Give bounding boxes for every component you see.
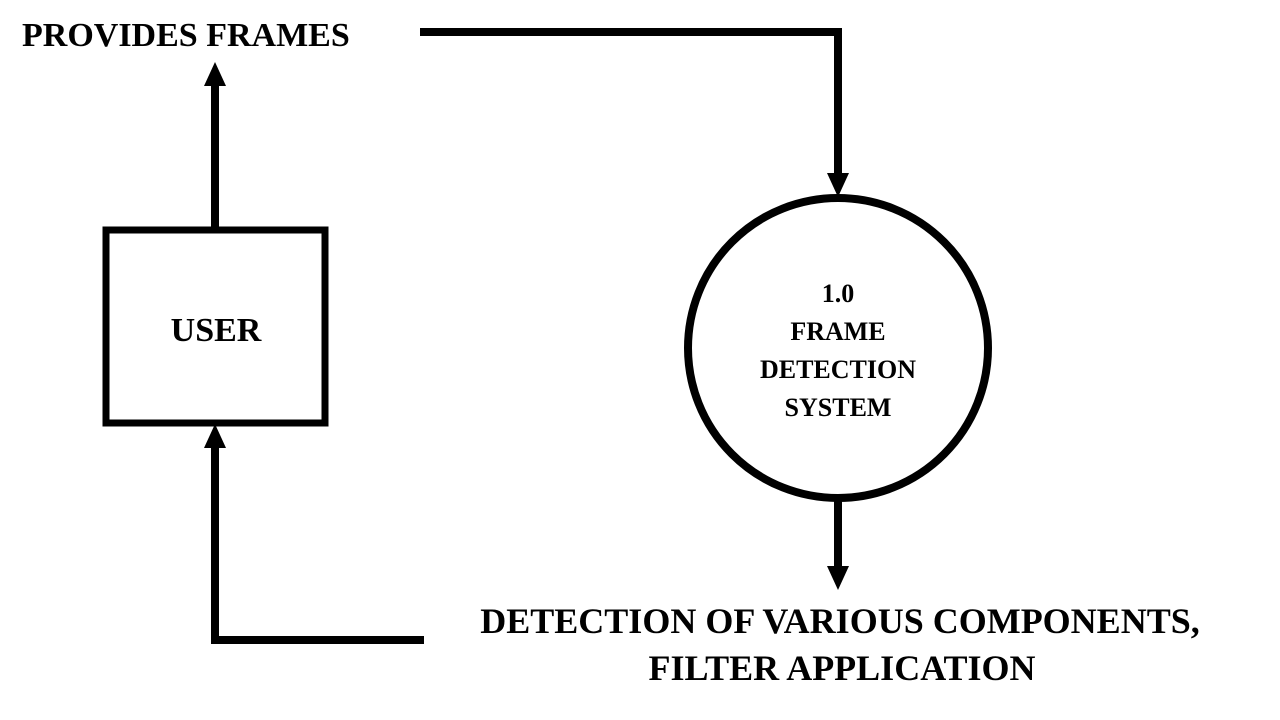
process-name-line-2: DETECTION	[760, 355, 916, 384]
process-number: 1.0	[822, 279, 855, 308]
process-name-line-3: SYSTEM	[785, 393, 892, 422]
provides-frames-label: PROVIDES FRAMES	[22, 17, 350, 54]
process-name-line-1: FRAME	[790, 317, 885, 346]
user-entity-box	[102, 226, 329, 427]
user-entity-label: USER	[171, 312, 262, 349]
arrowhead-down-into-process	[827, 173, 849, 197]
provides-frames-to-process-line	[420, 28, 842, 176]
arrowhead-up-provides-frames	[204, 62, 226, 86]
output-label-line-1: DETECTION OF VARIOUS COMPONENTS,	[480, 601, 1199, 641]
arrowhead-down-output	[827, 566, 849, 590]
output-to-user-line	[211, 446, 424, 644]
process-circle	[684, 194, 992, 502]
output-label-line-2: FILTER APPLICATION	[648, 648, 1035, 688]
arrowhead-up-into-user	[204, 424, 226, 448]
